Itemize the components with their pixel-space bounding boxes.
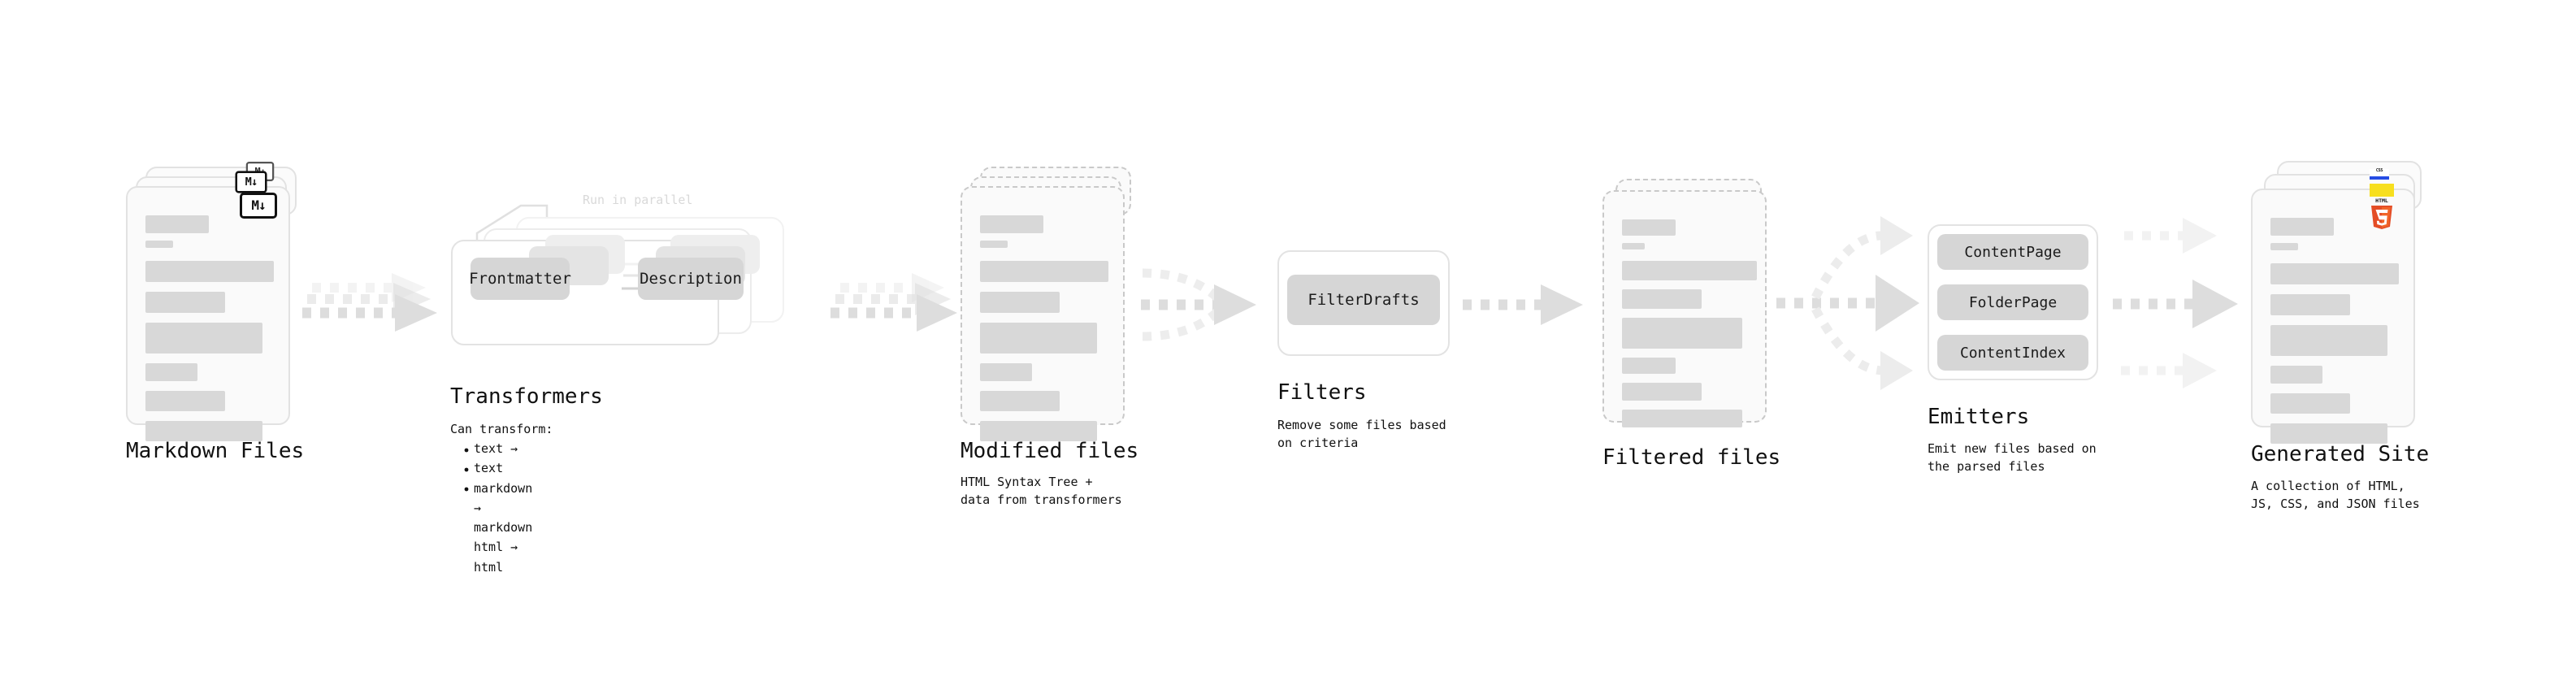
file-sheet-front	[126, 186, 290, 441]
stage-subtitle-emitters: Emit new files based on the parsed files	[1928, 441, 2097, 474]
stage-modified-files: Modified files HTML Syntax Tree + data f…	[961, 167, 1138, 507]
file-content-lines	[1622, 219, 1757, 435]
markdown-icon-mid: M↓	[235, 171, 267, 193]
file-content-lines	[980, 215, 1108, 449]
emitter-pill-contentindex[interactable]: ContentIndex	[1937, 335, 2088, 371]
transformer-pill-frontmatter[interactable]: Frontmatter	[469, 258, 571, 300]
css-icon: CSS	[2370, 168, 2389, 180]
stage-generated-site: CSS HTML Generated Site A collection of …	[2251, 161, 2429, 511]
stage-title-filters: Filters	[1277, 380, 1367, 405]
arrow-filtered-to-emitters	[1776, 216, 1919, 390]
file-sheet-front	[1602, 190, 1767, 427]
parallel-bracket	[475, 204, 549, 248]
arrow-filters-to-filtered	[1463, 284, 1583, 325]
list-item: markdown → markdown	[474, 480, 533, 536]
stage-subtitle-transformers: Can transform:	[450, 422, 553, 436]
emitter-pill-folderpage[interactable]: FolderPage	[1937, 284, 2088, 320]
file-sheet-html	[2251, 189, 2415, 444]
parallel-annotation: Run in parallel	[583, 193, 693, 207]
stage-title-transformers: Transformers	[450, 384, 603, 409]
stage-title-markdown-files: Markdown Files	[126, 439, 305, 463]
stage-title-filtered-files: Filtered files	[1602, 445, 1781, 470]
arrow-emitters-to-site	[2113, 218, 2238, 388]
file-content-lines	[145, 215, 274, 449]
transformer-bullet-list: text → text markdown → markdown html → h…	[462, 439, 532, 577]
list-item: text → text	[474, 441, 518, 476]
transformer-pill-description[interactable]: Description	[638, 258, 744, 300]
stage-title-modified-files: Modified files	[961, 439, 1139, 463]
stage-subtitle-filters: Remove some files based on criteria	[1277, 418, 1446, 450]
markdown-icon: M↓	[240, 193, 277, 219]
stage-subtitle-generated-site: A collection of HTML, JS, CSS, and JSON …	[2251, 479, 2420, 511]
filter-pill-filterdrafts[interactable]: FilterDrafts	[1287, 275, 1440, 325]
bullet-dots	[464, 448, 469, 492]
stage-filtered-files: Filtered files	[1602, 179, 1780, 470]
file-sheet-front	[961, 186, 1125, 441]
stage-title-generated-site: Generated Site	[2251, 442, 2430, 466]
list-item: html → html	[474, 540, 518, 575]
arrow-markdown-to-transformers	[302, 273, 437, 332]
file-content-lines	[2270, 218, 2399, 451]
stage-title-emitters: Emitters	[1928, 405, 2030, 429]
stage-subtitle-modified-files: HTML Syntax Tree + data from transformer…	[961, 475, 1122, 507]
stage-markdown-files: M↓ M↓ M↓ Markdown Files	[126, 162, 304, 463]
svg-text:HTML: HTML	[2375, 197, 2388, 204]
html5-icon: HTML	[2371, 197, 2392, 229]
arrow-transformers-to-modified	[830, 273, 957, 332]
emitter-pill-contentpage[interactable]: ContentPage	[1937, 234, 2088, 270]
js-icon	[2370, 184, 2394, 197]
arrow-modified-to-filters	[1141, 268, 1256, 341]
